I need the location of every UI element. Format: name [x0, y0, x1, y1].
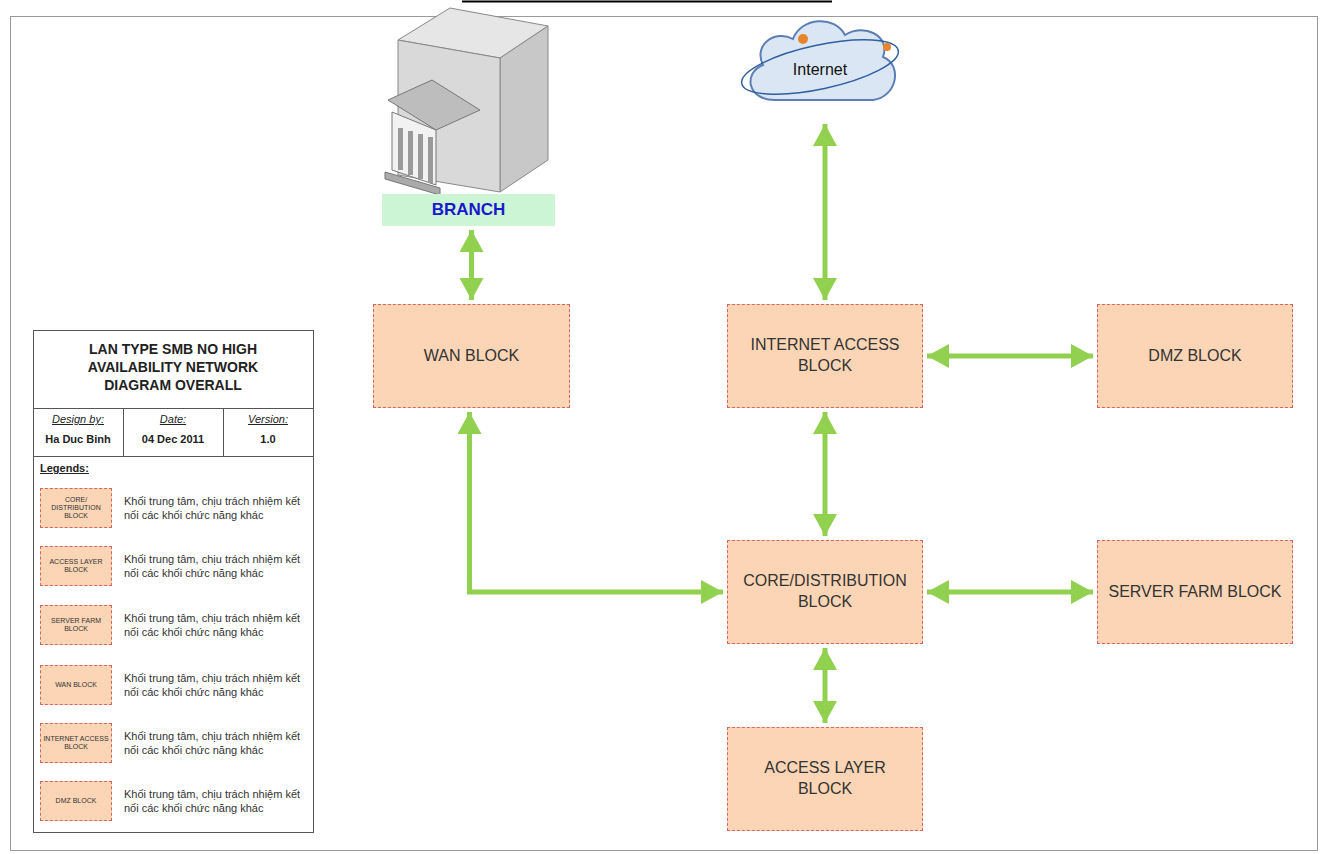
- table-header: Design by:: [33, 413, 123, 425]
- network-block: DMZ BLOCK: [1097, 304, 1293, 408]
- orbit-dot: [798, 34, 808, 44]
- legend-swatch: INTERNET ACCESS BLOCK: [40, 723, 112, 763]
- table-cell: Ha Duc Binh: [33, 433, 123, 445]
- swatch-label: ACCESS LAYER BLOCK: [41, 558, 111, 574]
- orbit-dot: [883, 43, 891, 51]
- legend-swatch: SERVER FARM BLOCK: [40, 605, 112, 645]
- swatch-label: WAN BLOCK: [53, 681, 99, 689]
- swatch-label: SERVER FARM BLOCK: [41, 617, 111, 633]
- table-header: Version:: [223, 413, 313, 425]
- node-label: BRANCH: [432, 200, 506, 220]
- swatch-label: INTERNET ACCESS BLOCK: [41, 735, 111, 751]
- building-icon: [385, 8, 548, 195]
- legend-text: Khối trung tâm, chịu trách nhiệm kết nối…: [124, 494, 304, 522]
- branch-label-band: BRANCH: [382, 194, 555, 226]
- node-label: INTERNET ACCESS BLOCK: [736, 335, 914, 377]
- network-block: INTERNET ACCESS BLOCK: [727, 304, 923, 408]
- network-block: CORE/DISTRIBUTION BLOCK: [727, 540, 923, 644]
- table-cell: 1.0: [223, 433, 313, 445]
- connector-arrow: [927, 590, 1093, 595]
- connector-arrow: [469, 230, 474, 300]
- swatch-label: DMZ BLOCK: [54, 797, 99, 805]
- connector-arrow: [823, 124, 828, 300]
- legend-swatch: ACCESS LAYER BLOCK: [40, 546, 112, 586]
- legend-swatch: CORE/ DISTRIBUTION BLOCK: [40, 488, 112, 528]
- node-label: DMZ BLOCK: [1148, 346, 1241, 367]
- connector-arrow: [927, 354, 1093, 359]
- legend-text: Khối trung tâm, chịu trách nhiệm kết nối…: [124, 552, 304, 580]
- node-label: ACCESS LAYER BLOCK: [736, 758, 914, 800]
- swatch-label: CORE/ DISTRIBUTION BLOCK: [41, 496, 111, 520]
- connector-arrow: [470, 412, 724, 592]
- node-label: CORE/DISTRIBUTION BLOCK: [736, 571, 914, 613]
- legend-text: Khối trung tâm, chịu trách nhiệm kết nối…: [124, 611, 304, 639]
- node-label: WAN BLOCK: [424, 346, 519, 367]
- node-label: SERVER FARM BLOCK: [1108, 582, 1281, 603]
- internet-cloud: Internet: [735, 5, 905, 120]
- connector-arrow: [823, 648, 828, 723]
- orbit: [737, 29, 903, 105]
- table-header: Date:: [123, 413, 223, 425]
- connector-arrow: [823, 412, 828, 536]
- diagram-title: LAN TYPE SMB NO HIGH AVAILABILITY NETWOR…: [58, 340, 288, 394]
- network-block: WAN BLOCK: [373, 304, 570, 408]
- legend-text: Khối trung tâm, chịu trách nhiệm kết nối…: [124, 787, 304, 815]
- legend-text: Khối trung tâm, chịu trách nhiệm kết nối…: [124, 671, 304, 699]
- network-block: SERVER FARM BLOCK: [1097, 540, 1293, 644]
- table-cell: 04 Dec 2011: [123, 433, 223, 445]
- legend-text: Khối trung tâm, chịu trách nhiệm kết nối…: [124, 729, 304, 757]
- legend-heading: Legends:: [40, 462, 89, 474]
- legend-swatch: WAN BLOCK: [40, 665, 112, 705]
- network-block: ACCESS LAYER BLOCK: [727, 727, 923, 831]
- legend-swatch: DMZ BLOCK: [40, 781, 112, 821]
- node-label: Internet: [793, 61, 847, 79]
